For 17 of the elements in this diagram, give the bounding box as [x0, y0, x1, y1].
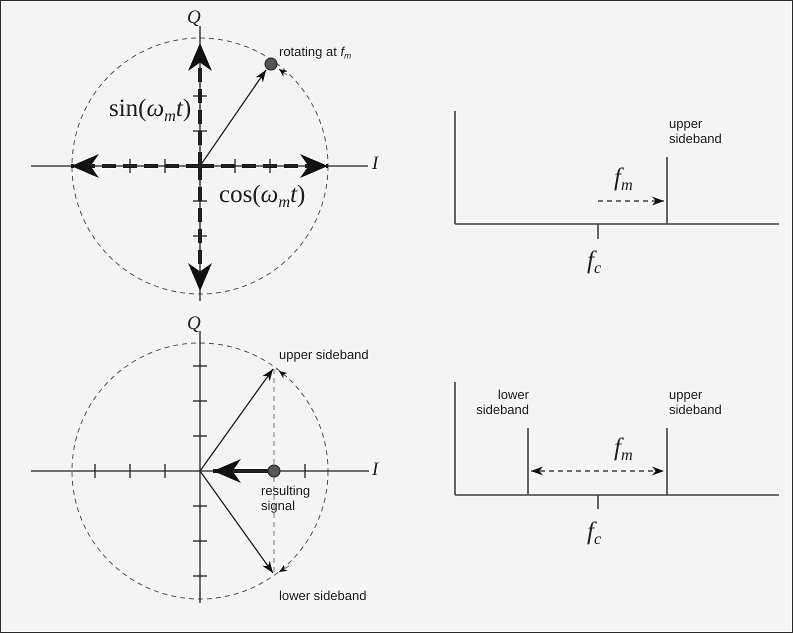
annotation: upper sideband [669, 388, 723, 418]
axis-label: Q [187, 7, 201, 29]
formula-label: sin(ω$_{m}$t) [109, 95, 192, 126]
annotation: upper sideband [669, 117, 723, 147]
axis-label: I [372, 153, 378, 175]
formula-label: cos(ω$_{m}$t) [219, 181, 306, 212]
annotation: lower sideband [475, 388, 529, 418]
annotation: upper sideband [279, 348, 369, 363]
frequency-label: f$_{c}$ [587, 518, 602, 549]
frequency-label: f$_{m}$ [614, 164, 633, 195]
annotation: rotating at f$_{m}$ [279, 45, 352, 62]
annotation: resulting signal [261, 484, 312, 514]
frequency-label: f$_{c}$ [587, 247, 602, 278]
annotation: lower sideband [279, 589, 366, 604]
axis-label: I [372, 459, 378, 481]
frequency-label: f$_{m}$ [614, 434, 633, 465]
axis-label: Q [187, 313, 201, 335]
